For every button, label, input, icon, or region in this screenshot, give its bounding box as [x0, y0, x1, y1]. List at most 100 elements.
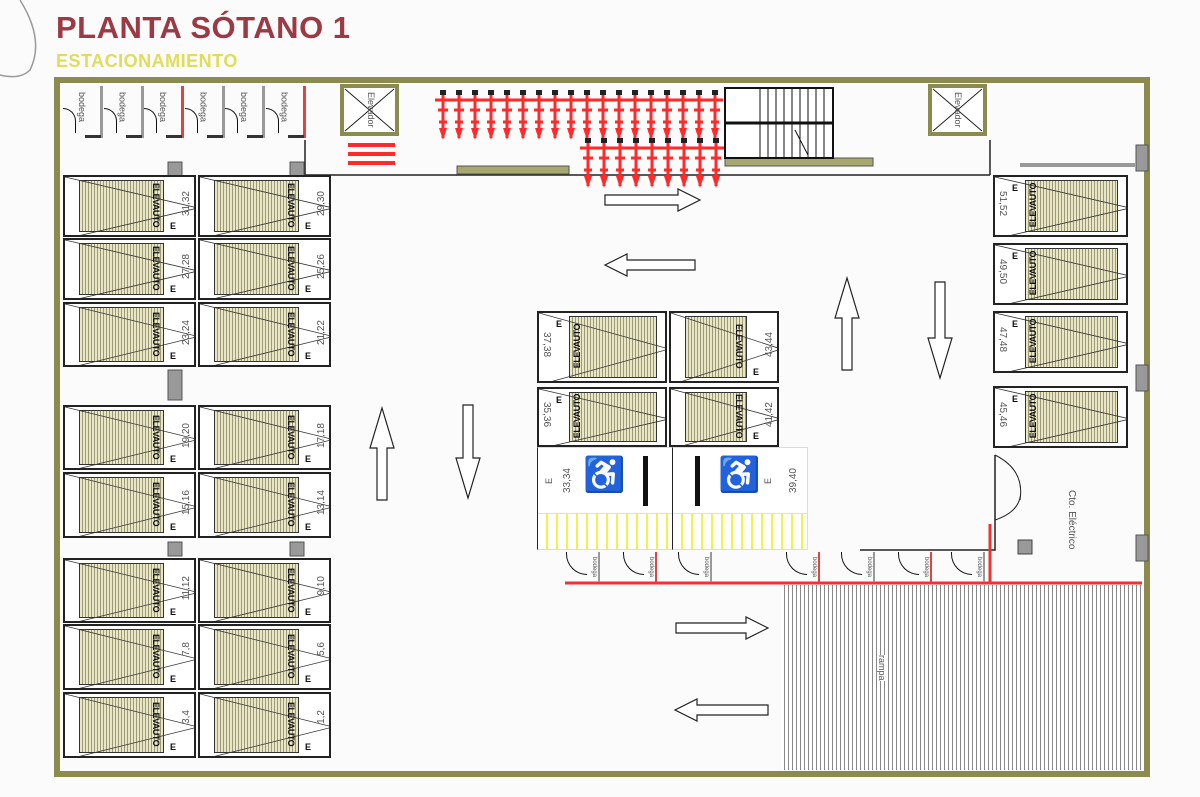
car-lift	[79, 307, 164, 362]
stall-mark: E	[753, 431, 760, 441]
bike-icon	[692, 138, 708, 188]
car-lift	[685, 392, 747, 442]
car-lift	[79, 243, 164, 295]
lift-brand-label: ELEVAUTO	[286, 414, 296, 459]
car-lift	[1025, 391, 1118, 443]
car-lift	[569, 392, 657, 442]
stall-mark: E	[753, 367, 760, 377]
storage-label: bodega	[77, 92, 87, 123]
stall-mark: E	[170, 674, 177, 684]
lift-brand-label: ELEVAUTO	[1028, 251, 1038, 296]
stall-mark: E	[544, 478, 554, 485]
column	[167, 541, 183, 557]
car-lift	[214, 180, 299, 232]
door-jamb	[85, 135, 101, 138]
plan-subtitle: ESTACIONAMIENTO	[56, 51, 238, 71]
stairs	[724, 87, 834, 159]
stall-mark: E	[305, 742, 312, 752]
car-lift	[214, 563, 299, 618]
lift-brand-label: ELEVAUTO	[572, 394, 582, 439]
car-lift	[1025, 180, 1118, 232]
door-jamb	[166, 135, 182, 138]
lift-brand-label: ELEVAUTO	[151, 567, 161, 612]
car-lift	[1025, 248, 1118, 300]
car-lift	[214, 410, 299, 465]
stall-number: 41,42	[764, 402, 775, 428]
stall-mark: E	[305, 522, 312, 532]
storage-partition	[983, 552, 985, 582]
bike-icon	[435, 90, 451, 140]
stall-number: 13,14	[316, 490, 327, 516]
bike-icon	[595, 90, 611, 140]
storage-room: bodega	[225, 86, 265, 138]
stall-number: 21,22	[316, 319, 327, 345]
bike-icon	[580, 138, 596, 188]
car-lift	[214, 697, 299, 753]
stall-number: 1,2	[316, 710, 327, 724]
bike-icon	[499, 90, 515, 140]
column	[167, 161, 183, 177]
storage-partition	[818, 552, 820, 582]
bollard	[695, 456, 700, 506]
arrow-up-icon	[834, 275, 860, 371]
stall-number: 51,52	[997, 191, 1008, 217]
lift-brand-label: ELEVAUTO	[734, 394, 744, 439]
bike-icon	[563, 90, 579, 140]
car-lift	[79, 563, 164, 618]
storage-label: bodega	[279, 92, 290, 123]
column	[1135, 144, 1149, 172]
bike-racks	[348, 90, 724, 188]
bike-icon	[467, 90, 483, 140]
storage-room: bodega	[103, 86, 144, 138]
column	[167, 369, 183, 401]
storage-label: bodega	[239, 92, 249, 123]
column	[289, 541, 305, 557]
stall-mark: E	[305, 284, 312, 294]
storage-label: bodega	[811, 557, 817, 578]
stall-mark: E	[763, 478, 773, 485]
door-swing	[144, 108, 157, 133]
storage-label: bodega	[648, 557, 654, 578]
arrow-right-icon	[675, 616, 770, 640]
storage-label: bodega	[198, 92, 209, 123]
storage-room: bodega	[63, 86, 103, 138]
crosshatch	[538, 513, 672, 549]
door-swing	[265, 108, 279, 133]
stall-number: 27,28	[181, 254, 192, 280]
stall-mark: E	[170, 454, 177, 464]
lift-brand-label: ELEVAUTO	[286, 311, 296, 356]
stall-number: 5,6	[316, 642, 327, 656]
lift-brand-label: ELEVAUTO	[151, 482, 161, 527]
bike-icon	[612, 138, 628, 188]
lift-brand-label: ELEVAUTO	[151, 702, 161, 747]
stall-mark: E	[1012, 183, 1019, 193]
storage-label: bodega	[976, 557, 982, 578]
bike-icon	[451, 90, 467, 140]
